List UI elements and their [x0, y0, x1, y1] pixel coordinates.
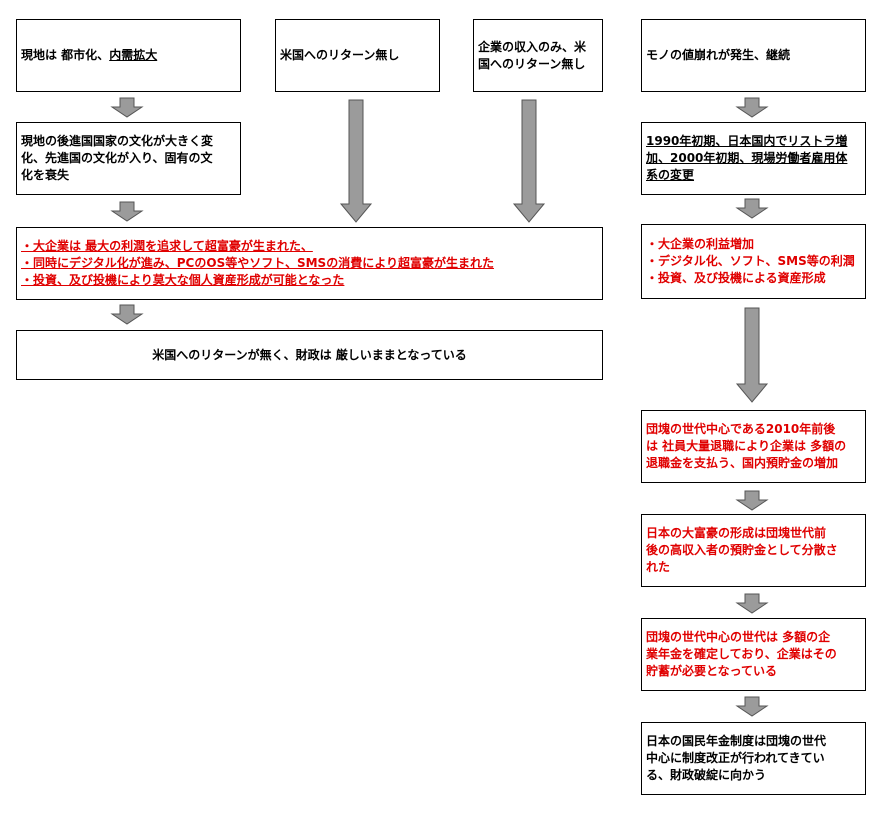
down-arrow — [735, 307, 769, 403]
down-arrow — [735, 97, 769, 118]
national-pension-line2: 中心に制度改正が行われてきてい — [646, 751, 825, 765]
down-arrow — [735, 593, 769, 614]
national-pension-line3: る、財政破綻に向かう — [646, 768, 767, 782]
profit-increase-line2: ・デジタル化、ソフト、SMS等の利潤 — [646, 254, 855, 268]
urbanization-text: 現地は 都市化、 — [21, 48, 110, 62]
super-rich-line3: ・投資、及び投機により莫大な個人資産形成が可能となった — [21, 273, 345, 287]
profit-increase-line3: ・投資、及び投機による資産形成 — [646, 271, 826, 285]
domestic-demand-text: 内需拡大 — [109, 48, 158, 62]
restructuring-line2: 加、2000年初期、現場労働者雇用体 — [646, 151, 848, 165]
restructuring-box: 1990年初期、日本国内でリストラ増 加、2000年初期、現場労働者雇用体 系の… — [641, 122, 866, 195]
urbanization-box: 現地は 都市化、内需拡大 — [16, 19, 241, 92]
super-rich-line2: ・同時にデジタル化が進み、PCのOS等やソフト、SMSの消費により超富豪が生まれ… — [21, 256, 494, 270]
national-pension-box: 日本の国民年金制度は団塊の世代 中心に制度改正が行われてきてい る、財政破綻に向… — [641, 722, 866, 795]
restructuring-line1: 1990年初期、日本国内でリストラ増 — [646, 134, 848, 148]
down-arrow — [110, 304, 144, 325]
baby-boomer-retirement-box: 団塊の世代中心である2010年前後 は 社員大量退職により企業は 多額の 退職金… — [641, 410, 866, 483]
baby-boomer-retirement-line2: は 社員大量退職により企業は 多額の — [646, 439, 847, 453]
culture-loss-line1: 現地の後進国国家の文化が大きく変 — [21, 134, 214, 148]
down-arrow — [339, 99, 373, 223]
corporate-pension-line2: 業年金を確定しており、企業はその — [646, 647, 837, 661]
wealth-distribution-box: 日本の大富豪の形成は団塊世代前 後の高収入者の預貯金として分散さ れた — [641, 514, 866, 587]
price-collapse-box: モノの値崩れが発生、継続 — [641, 19, 866, 92]
culture-loss-box: 現地の後進国国家の文化が大きく変 化、先進国の文化が入り、固有の文 化を衰失 — [16, 122, 241, 195]
down-arrow — [735, 198, 769, 219]
down-arrow — [735, 490, 769, 511]
down-arrow — [512, 99, 546, 223]
corporate-pension-line1: 団塊の世代中心の世代は 多額の企 — [646, 630, 831, 644]
super-rich-line1: ・大企業は 最大の利潤を追求して超富豪が生まれた、 — [21, 239, 313, 253]
down-arrow — [110, 97, 144, 118]
fiscal-strain-box: 米国へのリターンが無く、財政は 厳しいままとなっている — [16, 330, 603, 380]
profit-increase-box: ・大企業の利益増加 ・デジタル化、ソフト、SMS等の利潤 ・投資、及び投機による… — [641, 224, 866, 299]
profit-increase-line1: ・大企業の利益増加 — [646, 237, 755, 251]
fiscal-strain-text: 米国へのリターンが無く、財政は 厳しいままとなっている — [152, 347, 467, 362]
national-pension-line1: 日本の国民年金制度は団塊の世代 — [646, 734, 827, 748]
corporate-income-line2: 国へのリターン無し — [478, 56, 586, 71]
wealth-distribution-line2: 後の高収入者の預貯金として分散さ — [646, 543, 838, 557]
down-arrow — [110, 201, 144, 222]
baby-boomer-retirement-line3: 退職金を支払う、国内預貯金の増加 — [646, 456, 839, 470]
wealth-distribution-line3: れた — [646, 560, 671, 574]
super-rich-box: ・大企業は 最大の利潤を追求して超富豪が生まれた、 ・同時にデジタル化が進み、P… — [16, 227, 603, 300]
price-collapse-text: モノの値崩れが発生、継続 — [646, 48, 791, 62]
wealth-distribution-line1: 日本の大富豪の形成は団塊世代前 — [646, 526, 827, 540]
baby-boomer-retirement-line1: 団塊の世代中心である2010年前後 — [646, 422, 836, 436]
no-return-text: 米国へのリターン無し — [280, 48, 400, 62]
culture-loss-line3: 化を衰失 — [21, 168, 70, 182]
culture-loss-line2: 化、先進国の文化が入り、固有の文 — [21, 151, 213, 165]
corporate-income-box: 企業の収入のみ、米 国へのリターン無し — [473, 19, 603, 92]
corporate-pension-box: 団塊の世代中心の世代は 多額の企 業年金を確定しており、企業はその 貯蓄が必要と… — [641, 618, 866, 691]
no-return-box: 米国へのリターン無し — [275, 19, 440, 92]
corporate-income-line1: 企業の収入のみ、米 — [478, 39, 587, 54]
restructuring-line3: 系の変更 — [646, 168, 695, 182]
down-arrow — [735, 696, 769, 717]
corporate-pension-line3: 貯蓄が必要となっている — [646, 664, 778, 678]
